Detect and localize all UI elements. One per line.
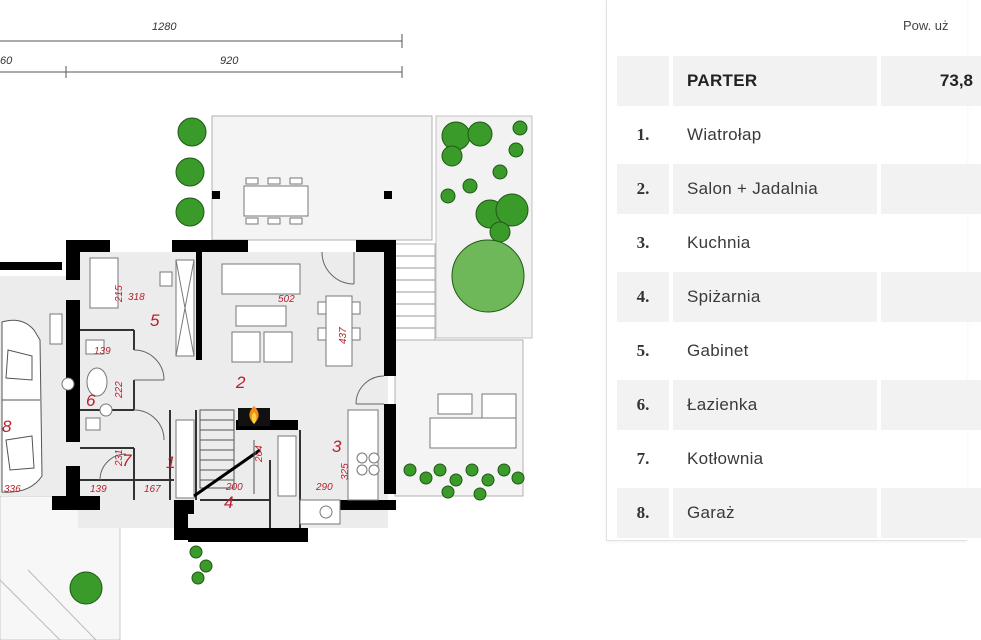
- room-number: 4.: [617, 272, 669, 322]
- room-name: Salon + Jadalnia: [673, 164, 877, 214]
- room-name: Kotłownia: [687, 449, 764, 468]
- room-number-3: 3: [332, 437, 342, 456]
- dimension-lines: 1280 60 920: [0, 21, 403, 78]
- room-name: Spiżarnia: [673, 272, 877, 322]
- level-number-cell: [617, 56, 669, 106]
- room-dim-437: 437: [338, 327, 349, 344]
- room-number-5: 5: [150, 311, 160, 330]
- room-dim-502: 502: [278, 294, 295, 305]
- room-number-6: 6: [86, 391, 96, 410]
- room-dim-325: 325: [340, 463, 351, 480]
- room-area: [881, 164, 981, 214]
- room-dim-139-upper: 139: [94, 346, 111, 357]
- area-column-header: Pow. uż: [903, 18, 949, 33]
- room-name: Garaż: [673, 488, 877, 538]
- level-name: PARTER: [673, 56, 877, 106]
- room-number-7: 7: [122, 451, 132, 470]
- room-number: 7.: [636, 449, 650, 468]
- room-name: Gabinet: [687, 341, 749, 360]
- furniture: [85, 257, 517, 525]
- room-area: [881, 326, 981, 376]
- room-area-table: Pow. uż PARTER 73,8 1. Wiatrołap 2. Salo…: [606, 0, 981, 541]
- room-dim-215: 215: [114, 285, 125, 303]
- room-number-8: 8: [2, 417, 12, 436]
- room-area: [881, 380, 981, 430]
- room-dim-231: 231: [114, 449, 125, 467]
- room-name: Kuchnia: [687, 233, 751, 252]
- room-dim-167: 167: [144, 484, 161, 495]
- room-number-4: 4: [224, 493, 233, 512]
- room-number: 2.: [617, 164, 669, 214]
- room-dim-139-lower: 139: [90, 484, 107, 495]
- plants: [69, 117, 529, 605]
- staircase: [193, 409, 261, 498]
- room-number: 6.: [617, 380, 669, 430]
- room-dim-318: 318: [128, 292, 145, 303]
- door-swings: [99, 251, 385, 481]
- room-number: 3.: [636, 233, 650, 252]
- room-number: 8.: [617, 488, 669, 538]
- room-name: Wiatrołap: [687, 125, 762, 144]
- room-area: [881, 110, 981, 160]
- room-number: 1.: [636, 125, 650, 144]
- dim-total-width: 1280: [152, 21, 177, 33]
- level-area: 73,8: [881, 56, 981, 106]
- patio-table: [212, 177, 392, 225]
- room-area: [881, 272, 981, 322]
- room-number-1: 1: [166, 453, 175, 472]
- fireplace-icon: [238, 406, 270, 426]
- room-dim-336: 336: [4, 484, 21, 495]
- dim-partial-left: 60: [0, 55, 13, 67]
- dim-partial-right: 920: [220, 55, 239, 67]
- car-icon: [1, 319, 43, 493]
- room-area: [881, 218, 981, 268]
- garage-fixture: [61, 377, 75, 391]
- floor-plan: 1280 60 920: [0, 21, 533, 640]
- room-dim-290: 290: [315, 482, 333, 493]
- room-area: [881, 434, 981, 484]
- room-dim-222: 222: [114, 381, 125, 399]
- room-dim-264: 264: [254, 445, 265, 463]
- room-number-2: 2: [235, 373, 246, 392]
- room-area: [881, 488, 981, 538]
- room-name: Łazienka: [673, 380, 877, 430]
- room-labels: 1 2 3 4 5 6 7 8 215 318 502 437 139 222 …: [2, 285, 351, 512]
- room-number: 5.: [636, 341, 650, 360]
- partitions: [80, 329, 301, 528]
- garage-bike: [49, 313, 63, 345]
- room-dim-200: 200: [225, 482, 243, 493]
